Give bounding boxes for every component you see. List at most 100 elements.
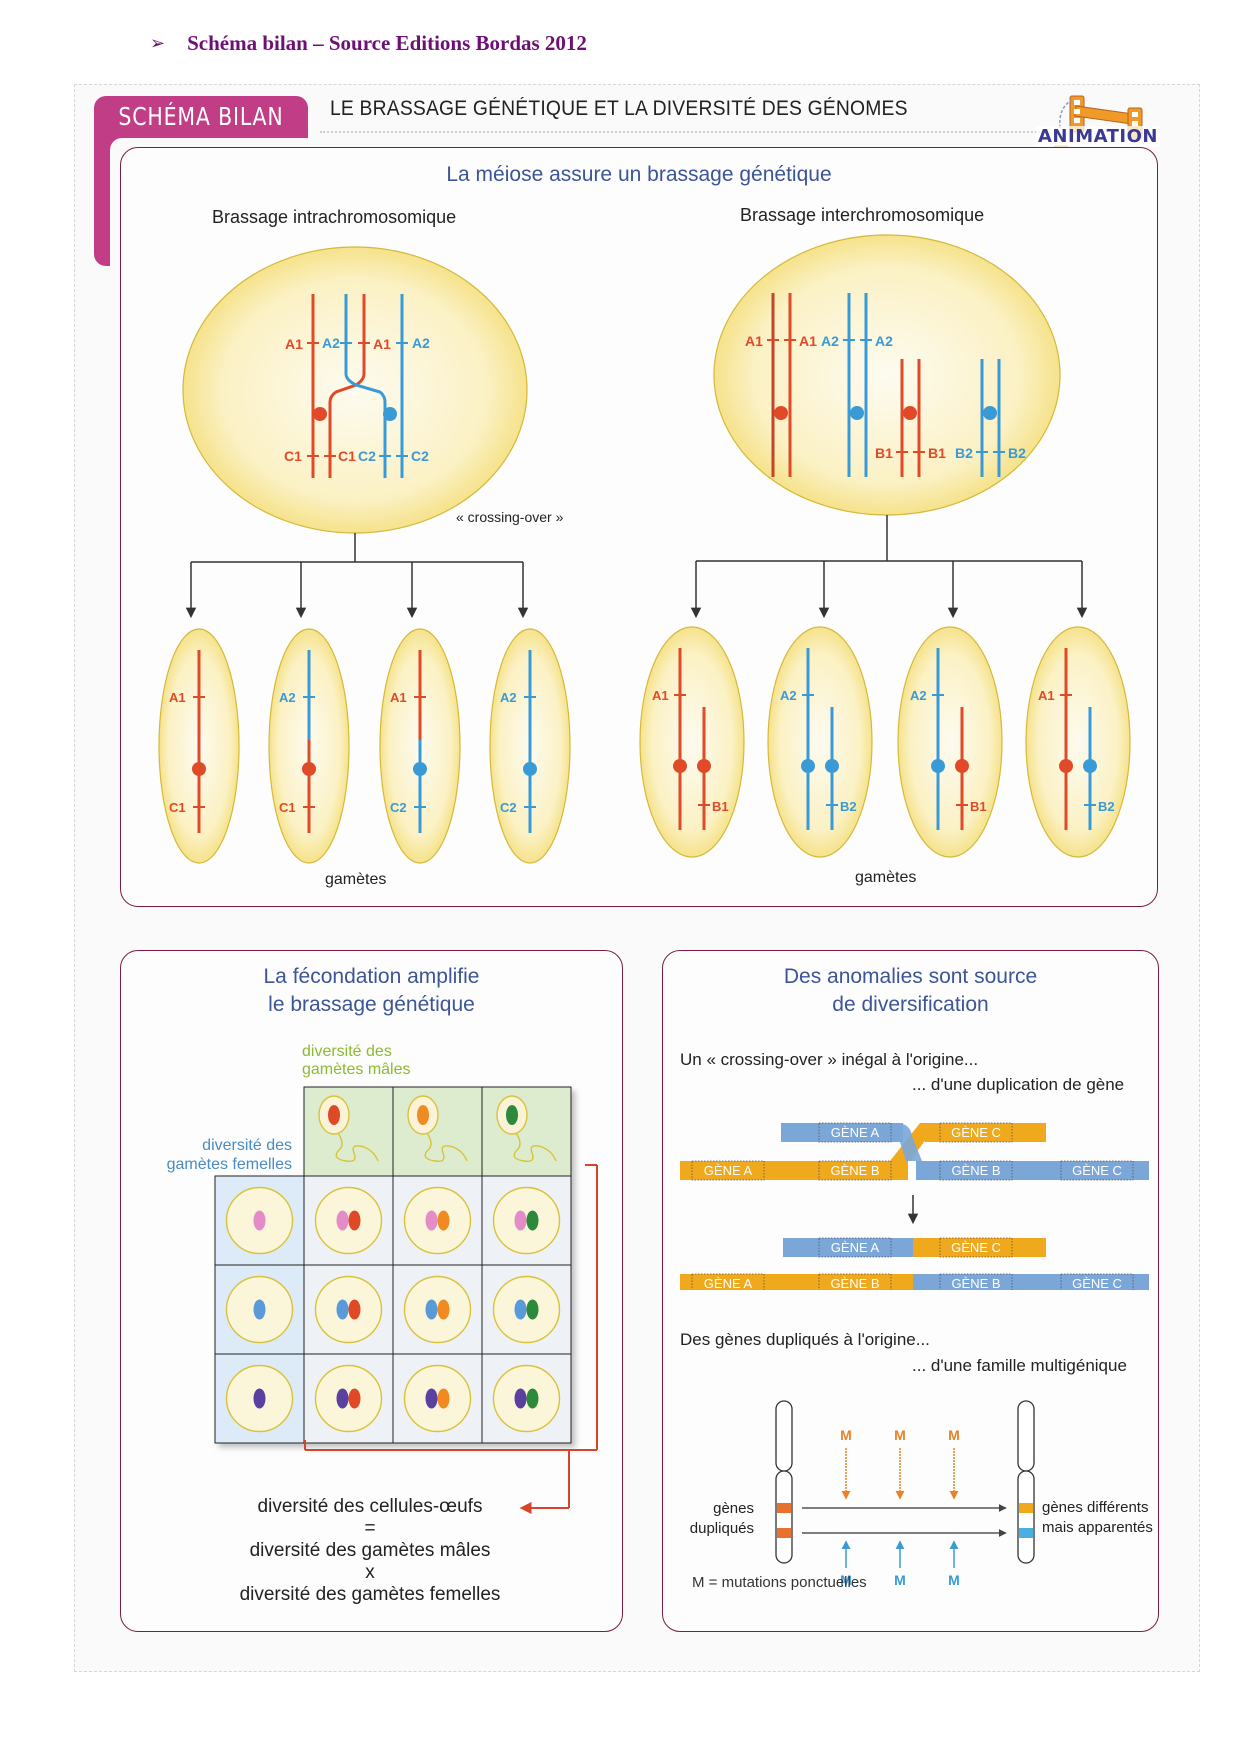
svg-text:M: M: [894, 1572, 906, 1588]
intra-gametes-label: gamètes: [325, 871, 386, 888]
male-nucleus: [526, 1299, 539, 1320]
centromere: [1083, 759, 1097, 773]
female-nucleus: [514, 1388, 527, 1409]
animation-badge[interactable]: ANIMATION: [1036, 126, 1160, 147]
female-nucleus: [425, 1210, 438, 1231]
meiosis-title: La méiose assure un brassage génétique: [446, 163, 832, 186]
allele-label: A2: [780, 688, 797, 703]
allele-label: A1: [285, 336, 303, 352]
allele-label: A1: [373, 336, 391, 352]
gene-segment: GÈNE A: [818, 1237, 892, 1258]
svg-text:GÈNE A: GÈNE A: [831, 1240, 880, 1255]
svg-text:GÈNE B: GÈNE B: [830, 1163, 879, 1178]
svg-text:M: M: [948, 1427, 960, 1443]
intra-title: Brassage intrachromosomique: [212, 207, 457, 227]
female-nucleus: [253, 1210, 266, 1231]
male-gamete-cell: [392, 1086, 483, 1177]
egg-cell: [481, 1264, 572, 1355]
allele-label: B1: [928, 445, 946, 461]
unequal-crossing-line1: Un « crossing-over » inégal à l'origine.…: [680, 1050, 979, 1069]
allele-label: A1: [390, 690, 407, 705]
allele-label: A2: [821, 333, 839, 349]
allele-label: A2: [412, 335, 430, 351]
male-nucleus: [348, 1299, 361, 1320]
female-nucleus: [514, 1299, 527, 1320]
centromere: [523, 762, 537, 776]
allele-label: B1: [712, 799, 729, 814]
svg-text:mais apparentés: mais apparentés: [1042, 1519, 1153, 1536]
mutation-marker-bottom: M: [948, 1540, 960, 1588]
gene-segment: GÈNE C: [1060, 1273, 1134, 1290]
allele-label: C2: [500, 800, 517, 815]
egg-cell: [392, 1175, 483, 1266]
equation-line-male: diversité des gamètes mâles: [249, 1540, 491, 1561]
male-nucleus: [506, 1105, 518, 1125]
female-gamete-cell: [214, 1264, 305, 1355]
male-nucleus: [437, 1210, 450, 1231]
svg-text:GÈNE C: GÈNE C: [951, 1125, 1001, 1140]
crossover-blue: [896, 1123, 922, 1161]
gene-segment: GÈNE A: [691, 1273, 765, 1290]
inter-division-arrows: [690, 515, 1088, 619]
document-heading: ➢ Schéma bilan – Source Editions Bordas …: [150, 28, 587, 58]
fecondation-grid: [214, 1086, 598, 1514]
diversity-equation: diversité des cellules-œufs = diversité …: [120, 1496, 620, 1606]
female-diversity-label: diversité des gamètes femelles: [166, 1137, 292, 1173]
egg-cell: [303, 1264, 394, 1355]
fecondation-title-line1: La fécondation amplifie: [263, 965, 480, 988]
centromere: [697, 759, 711, 773]
gene-segment: GÈNE A: [818, 1122, 892, 1143]
female-nucleus: [253, 1388, 266, 1409]
svg-text:GÈNE C: GÈNE C: [1072, 1276, 1122, 1290]
document-heading-text: Schéma bilan – Source Editions Bordas 20…: [187, 30, 587, 55]
allele-label: A2: [322, 335, 340, 351]
centromere: [825, 759, 839, 773]
anomalies-panel: Des anomalies sont source de diversifica…: [662, 950, 1159, 1632]
gene-segment: GÈNE B: [939, 1273, 1013, 1290]
inter-gametes-label: gamètes: [855, 869, 916, 886]
gene-segment: GÈNE A: [691, 1160, 765, 1181]
centromere: [302, 762, 316, 776]
centromere: [931, 759, 945, 773]
allele-label: A1: [1038, 688, 1055, 703]
intra-chromosomes: [311, 294, 404, 478]
mutation-marker-top: M: [948, 1427, 960, 1500]
egg-cell: [481, 1175, 572, 1266]
mutation-marker-bottom: M: [840, 1540, 852, 1588]
gene-segment: GÈNE C: [939, 1122, 1013, 1143]
male-nucleus: [437, 1299, 450, 1320]
male-nucleus: [437, 1388, 450, 1409]
svg-text:GÈNE A: GÈNE A: [704, 1163, 753, 1178]
svg-text:GÈNE B: GÈNE B: [951, 1276, 1000, 1290]
intra-parent-cell: [182, 246, 528, 534]
equation-times: x: [365, 1562, 375, 1583]
gene-segment: GÈNE B: [939, 1160, 1013, 1181]
allele-label: C1: [169, 800, 186, 815]
male-gamete-cell: [303, 1086, 394, 1177]
egg-cell: [392, 1353, 483, 1444]
allele-label: C1: [279, 800, 296, 815]
svg-text:GÈNE B: GÈNE B: [830, 1276, 879, 1290]
equation-equals: =: [364, 1518, 376, 1539]
source-chromosome: [775, 1400, 793, 1564]
anomalies-title-line2: de diversification: [832, 993, 989, 1016]
mutation-legend: M = mutations ponctuelles: [692, 1574, 867, 1591]
male-gamete-cell: [481, 1086, 572, 1177]
mutation-marker-top: M: [840, 1427, 852, 1500]
female-gamete-cell: [214, 1353, 305, 1444]
centromere: [673, 759, 687, 773]
allele-label: B1: [970, 799, 987, 814]
equation-line-eggs: diversité des cellules-œufs: [257, 1496, 483, 1517]
centromere: [413, 762, 427, 776]
unequal-crossing-line2: ... d'une duplication de gène: [912, 1075, 1125, 1094]
gene-segment: GÈNE C: [939, 1237, 1013, 1258]
centromere: [1059, 759, 1073, 773]
egg-cell: [392, 1264, 483, 1355]
equation-line-female: diversité des gamètes femelles: [239, 1584, 501, 1605]
svg-text:M: M: [948, 1572, 960, 1588]
